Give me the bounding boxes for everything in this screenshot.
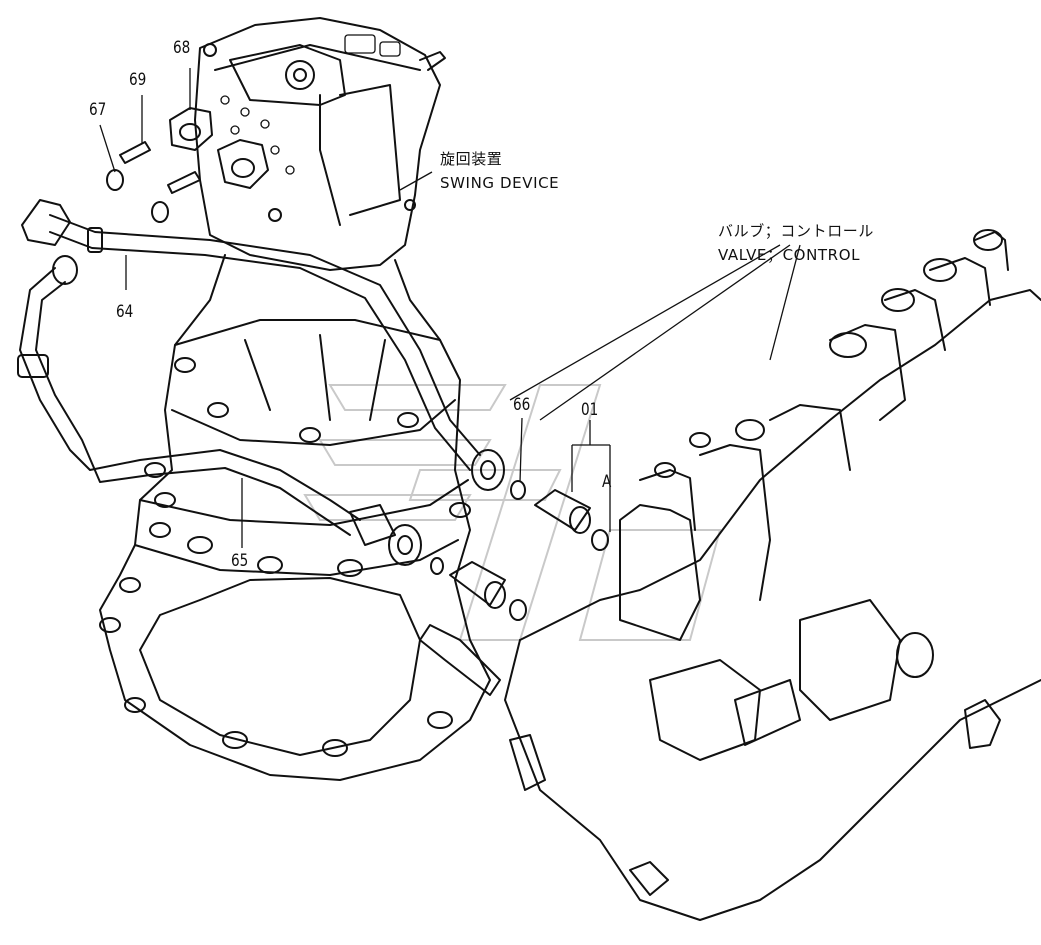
callout-66: 66 bbox=[513, 395, 531, 415]
control-valve-jp-label: バルブ；コントロール bbox=[718, 222, 875, 240]
hoses bbox=[17, 199, 505, 566]
callout-65: 65 bbox=[231, 551, 249, 571]
callout-64: 64 bbox=[116, 302, 134, 322]
fittings bbox=[430, 480, 609, 621]
leader-lines bbox=[99, 68, 801, 548]
callout-01: 01 bbox=[581, 400, 599, 420]
swing-device-jp-label: 旋回装置 bbox=[440, 150, 503, 168]
callout-68: 68 bbox=[173, 38, 191, 58]
callout-67: 67 bbox=[89, 100, 107, 120]
callout-69: 69 bbox=[129, 70, 147, 90]
callout-a: A bbox=[602, 472, 612, 492]
swing-device-en-label: SWING DEVICE bbox=[440, 174, 560, 192]
swing-device bbox=[99, 17, 491, 781]
control-valve-en-label: VALVE；CONTROL bbox=[718, 246, 861, 264]
control-valve bbox=[419, 229, 1041, 921]
